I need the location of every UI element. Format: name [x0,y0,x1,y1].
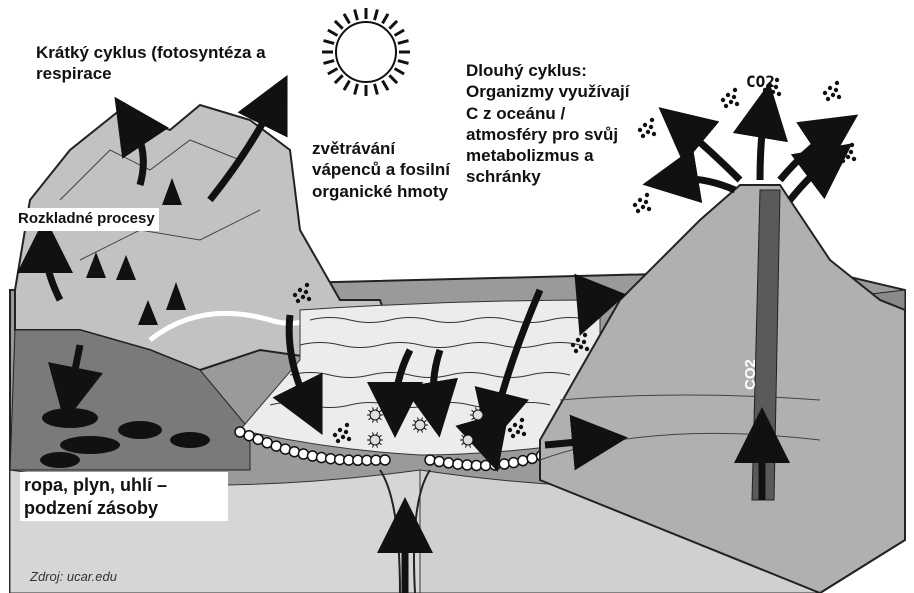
decomposition-label: Rozkladné procesy [14,208,159,231]
sun-icon [322,8,410,96]
co2-label-volcano: CO2 [742,359,761,390]
source-credit: Zdroj: ucar.edu [30,569,117,585]
weathering-label: zvětrávání vápenců a fosilní organické h… [312,138,452,202]
long-cycle-label: Dlouhý cyklus: Organizmy využívají C z o… [466,60,641,188]
fossil-reserves-label: ropa, plyn, uhlí – podzení zásoby [20,472,228,521]
short-cycle-label: Krátký cyklus (fotosyntéza a respirace [36,42,306,85]
co2-label-top: CO2 [746,72,775,92]
